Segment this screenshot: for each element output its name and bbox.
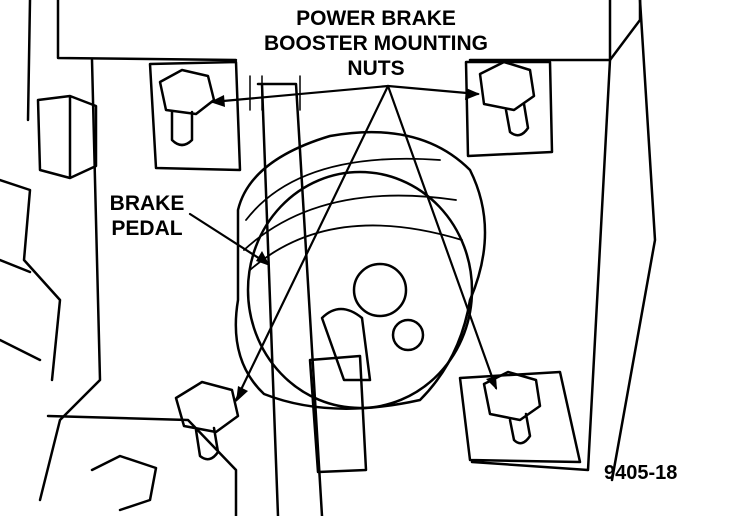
right-outer-edge (610, 0, 657, 482)
side-nut (36, 94, 98, 180)
brake-pedal-callout-line-1: BRAKE (109, 192, 185, 215)
mounting-nuts-callout-line-3: NUTS (347, 57, 405, 80)
bottom-bracket (90, 454, 158, 512)
mounting-nuts-callout-line-1: POWER BRAKE (296, 7, 456, 30)
lower-left-nut (174, 380, 240, 461)
figure-number: 9405-18 (604, 462, 678, 484)
booster-port-small (391, 318, 425, 352)
booster-shell (234, 130, 487, 410)
mounting-nuts-callout: POWER BRAKE BOOSTER MOUNTING NUTS (226, 6, 526, 81)
booster-port (352, 262, 408, 318)
pedal-clevis (308, 354, 368, 474)
booster-rings (243, 157, 463, 271)
upper-left-nut (158, 68, 216, 147)
pedal-lever (256, 82, 324, 518)
lower-left-plate (46, 414, 238, 518)
left-clutter (0, 178, 62, 382)
brake-pedal-callout: BRAKE PEDAL (92, 191, 202, 241)
booster-face (246, 170, 474, 410)
lower-right-nut (482, 370, 542, 445)
brake-pedal-callout-line-2: PEDAL (111, 217, 183, 240)
pedal-lever-lines (249, 75, 301, 111)
upper-right-plate (464, 60, 554, 158)
mounting-nuts-callout-line-2: BOOSTER MOUNTING (264, 32, 488, 55)
upper-left-plate (148, 60, 242, 172)
lower-right-plate (458, 370, 582, 464)
callout-arrowheads (210, 88, 497, 402)
left-panel-edge (26, 0, 102, 502)
callout-leaders (188, 84, 498, 402)
upper-right-nut (478, 60, 536, 137)
push-rod (320, 307, 372, 382)
